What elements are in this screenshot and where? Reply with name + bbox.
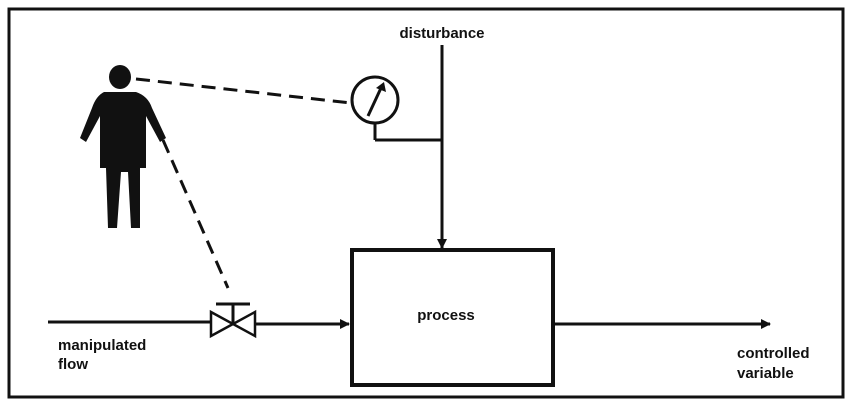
process-box bbox=[350, 248, 555, 387]
controlled-variable-label-line1: controlled bbox=[737, 345, 810, 362]
figure-frame bbox=[7, 7, 845, 399]
process-label: process bbox=[417, 307, 475, 324]
manipulated-flow-label-line2: flow bbox=[58, 356, 88, 373]
controlled-variable-label: controlled variable bbox=[737, 345, 814, 382]
control-valve-icon bbox=[209, 302, 257, 339]
operator-figure-icon bbox=[80, 65, 166, 228]
observation-dashed-line bbox=[135, 77, 352, 105]
controlled-variable-label-line2: variable bbox=[737, 365, 794, 382]
disturbance-label: disturbance bbox=[399, 25, 484, 42]
actuation-dashed-line bbox=[161, 139, 230, 289]
pressure-gauge-icon bbox=[350, 75, 442, 142]
manipulated-flow-label-line1: manipulated bbox=[58, 337, 146, 354]
manipulated-flow-label: manipulated flow bbox=[58, 337, 151, 373]
